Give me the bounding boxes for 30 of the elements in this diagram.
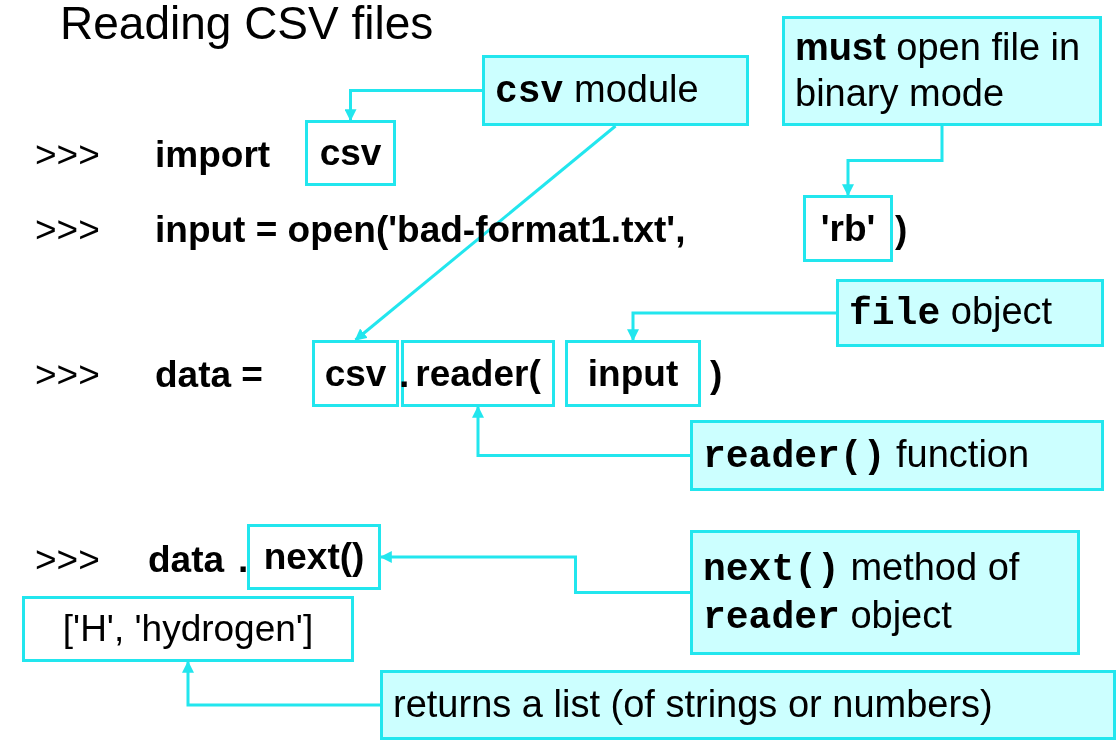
callout-box: returns a list (of strings or numbers): [380, 670, 1116, 740]
callout-box: must open file in binary mode: [782, 16, 1102, 126]
slide-title: Reading CSV files: [60, 0, 434, 48]
arrow: [627, 311, 836, 342]
code-text: .: [238, 539, 249, 581]
code-text: ): [710, 354, 723, 396]
arrow: [842, 126, 944, 197]
code-text: data: [148, 539, 225, 581]
code-text: .: [399, 354, 410, 396]
callout-box: file object: [836, 279, 1104, 347]
output-box: ['H', 'hydrogen']: [22, 596, 354, 662]
arrow: [472, 405, 690, 457]
code-text: ): [895, 209, 908, 251]
code-box: 'rb': [803, 195, 893, 262]
prompt-text: >>>: [35, 539, 100, 581]
callout-box: next() method of reader object: [690, 530, 1080, 655]
code-box: csv: [312, 340, 399, 407]
arrow: [182, 660, 380, 707]
code-text: data =: [155, 354, 263, 396]
callout-box: csv module: [482, 55, 749, 126]
callout-box: reader() function: [690, 420, 1104, 491]
arrow: [344, 89, 482, 122]
prompt-text: >>>: [35, 354, 100, 396]
code-box: csv: [305, 120, 396, 186]
code-box: input: [565, 340, 701, 407]
code-box: next(): [247, 524, 381, 590]
arrow: [379, 551, 690, 594]
prompt-text: >>>: [35, 209, 100, 251]
prompt-text: >>>: [35, 134, 100, 176]
code-text: import: [155, 134, 271, 176]
